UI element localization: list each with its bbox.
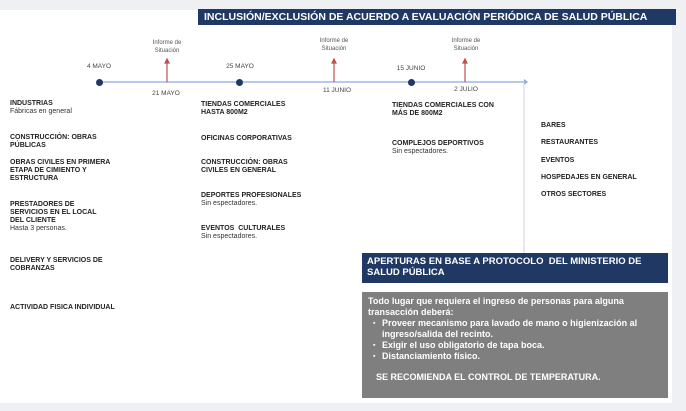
protocol-box: Todo lugar que requiera el ingreso de pe… [362, 292, 668, 398]
sector-item: EVENTOS [541, 157, 575, 164]
milestone-date: 15 JUNIO [396, 65, 426, 72]
sector-item: CONSTRUCCIÓN: OBRAS CIVILES EN GENERAL [201, 159, 288, 174]
report-arrow-2 [331, 57, 337, 64]
report-date: 11 JUNIO [322, 87, 352, 94]
milestone-date: 4 MAYO [86, 63, 112, 70]
milestone-dot [235, 78, 243, 86]
protocol-intro: Todo lugar que requiera el ingreso de pe… [368, 296, 624, 317]
protocol-bullet: Distanciamiento físico. [373, 351, 662, 362]
sector-item: OTROS SECTORES [541, 191, 607, 198]
report-date: 21 MAYO [152, 90, 180, 97]
protocol-heading: APERTURAS EN BASE A PROTOCOLO DEL MINIST… [362, 253, 668, 283]
sector-item: ACTIVIDAD FISICA INDIVIDUAL [10, 304, 115, 311]
milestone-dot [95, 78, 103, 86]
milestone-date: 25 MAYO [226, 63, 254, 70]
sector-item: BARES [541, 122, 566, 129]
protocol-bullet: Proveer mecanismo para lavado de mano o … [373, 318, 662, 340]
sector-item: TIENDAS COMERCIALES HASTA 800M2 [201, 101, 286, 116]
report-label: Informe de Situación [319, 38, 349, 52]
report-date: 2 JULIO [454, 86, 478, 93]
report-arrow-3 [462, 57, 468, 64]
sector-item: PRESTADORES DE SERVICIOS EN EL LOCAL DEL… [10, 201, 97, 232]
sector-item: HOSPEDAJES EN GENERAL [541, 174, 637, 181]
page-title: INCLUSIÓN/EXCLUSIÓN DE ACUERDO A EVALUAC… [198, 9, 676, 25]
sector-item: TIENDAS COMERCIALES CON MÁS DE 800M2 [392, 102, 494, 117]
protocol-recommendation: SE RECOMIENDA EL CONTROL DE TEMPERATURA. [376, 372, 601, 382]
protocol-list: Proveer mecanismo para lavado de mano o … [368, 318, 662, 362]
protocol-bullet: Exigir el uso obligatorio de tapa boca. [373, 340, 662, 351]
sector-item: CONSTRUCCIÓN: OBRAS PÚBLICAS [10, 134, 97, 149]
timeline-arrowhead [524, 79, 528, 85]
report-label: Informe de Situación [451, 38, 481, 52]
sector-item: OBRAS CIVILES EN PRIMERA ETAPA DE CIMIEN… [10, 159, 111, 182]
report-arrow-1 [164, 57, 170, 64]
sector-item: RESTAURANTES [541, 139, 599, 146]
milestone-dot [407, 78, 415, 86]
report-label: Informe de Situación [152, 40, 182, 54]
sector-item: OFICINAS CORPORATIVAS [201, 135, 292, 142]
sector-item: DELIVERY Y SERVICIOS DE COBRANZAS [10, 257, 103, 272]
